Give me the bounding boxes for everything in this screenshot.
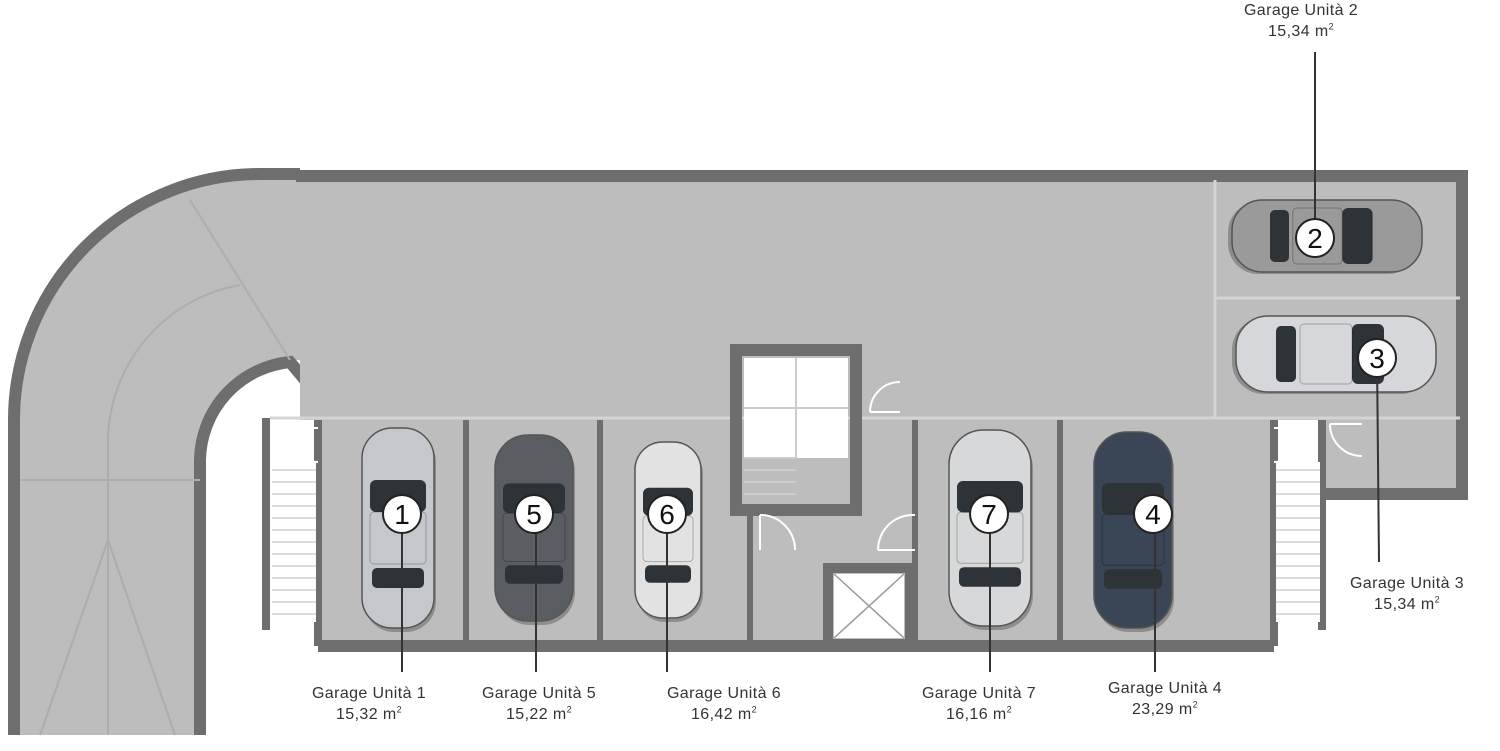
- unit-label: Garage Unità 2 15,34 m2: [1244, 0, 1358, 42]
- unit-measure: m: [737, 706, 752, 723]
- unit-marker: 3: [1357, 338, 1397, 378]
- unit-marker-number: 3: [1369, 343, 1385, 374]
- door-swing-icon: [876, 513, 916, 551]
- unit-area: 16,16: [945, 706, 989, 723]
- unit-exponent: 2: [1434, 594, 1441, 605]
- leader-line: [1376, 357, 1380, 563]
- unit-area-line: 23,29 m2: [1108, 699, 1222, 720]
- left-block-wall: [262, 418, 322, 646]
- garage-partitions: [463, 420, 1063, 640]
- car-icon: [1232, 315, 1437, 394]
- unit-area: 16,42: [690, 706, 734, 723]
- stair-treads: [744, 358, 848, 495]
- unit-name: Garage Unità 2: [1243, 2, 1359, 19]
- unit-label: Garage Unità 6 16,42 m2: [667, 683, 781, 725]
- unit-marker-number: 2: [1307, 223, 1323, 254]
- stair-treads-right: [1276, 469, 1320, 615]
- unit-measure: m: [1420, 596, 1435, 613]
- unit-label: Garage Unità 4 23,29 m2: [1108, 678, 1222, 720]
- unit-markers: 1 2 3 4 5 6 7: [382, 218, 1397, 534]
- unit-marker-number: 6: [659, 499, 675, 530]
- unit-marker: 4: [1133, 494, 1173, 534]
- ramp: [8, 168, 335, 736]
- unit-marker: 5: [514, 494, 554, 534]
- right-block-wall: [1270, 420, 1326, 646]
- ramp-inner-wall: [194, 355, 335, 735]
- door-swing-icon: [1329, 423, 1363, 457]
- unit-name: Garage Unità 4: [1107, 680, 1223, 697]
- unit-area-line: 15,34 m2: [1350, 594, 1464, 615]
- unit-area: 15,34: [1373, 596, 1417, 613]
- unit-label: Garage Unità 7 16,16 m2: [922, 683, 1036, 725]
- unit-exponent: 2: [566, 704, 573, 715]
- unit-measure: m: [1178, 701, 1193, 718]
- ramp-lane-line: [39, 539, 176, 736]
- unit-name: Garage Unità 1: [311, 685, 427, 702]
- unit-exponent: 2: [751, 704, 758, 715]
- unit-exponent: 2: [1328, 21, 1335, 32]
- unit-name: Garage Unità 7: [921, 685, 1037, 702]
- unit-exponent: 2: [1006, 704, 1013, 715]
- door-swing-icon: [759, 514, 796, 551]
- unit-measure: m: [382, 706, 397, 723]
- unit-marker: 1: [382, 494, 422, 534]
- ramp-lane-line: [107, 284, 241, 735]
- unit-area: 15,22: [505, 706, 549, 723]
- leader-lines: [401, 52, 1380, 672]
- elevator-walls: [823, 563, 915, 649]
- unit-name: Garage Unità 6: [666, 685, 782, 702]
- unit-area-line: 16,42 m2: [667, 704, 781, 725]
- unit-label: Garage Unità 1 15,32 m2: [312, 683, 426, 725]
- unit-area-line: 15,34 m2: [1244, 21, 1358, 42]
- unit-measure: m: [552, 706, 567, 723]
- unit-area: 15,34: [1267, 23, 1311, 40]
- unit-marker-number: 7: [981, 499, 997, 530]
- unit-name: Garage Unità 3: [1349, 575, 1465, 592]
- unit-measure: m: [992, 706, 1007, 723]
- unit-marker: 2: [1295, 218, 1335, 258]
- unit-name: Garage Unità 5: [481, 685, 597, 702]
- unit-label: Garage Unità 3 15,34 m2: [1350, 573, 1464, 615]
- ramp-floor: [10, 170, 300, 735]
- right-bay-floor: [1325, 418, 1460, 490]
- stair-treads-left: [272, 469, 316, 615]
- ramp-lane-line: [189, 199, 291, 361]
- unit-marker: 7: [969, 494, 1009, 534]
- door-swing-icon: [869, 381, 901, 413]
- unit-marker-number: 5: [526, 499, 542, 530]
- unit-marker-number: 4: [1145, 499, 1161, 530]
- unit-exponent: 2: [396, 704, 403, 715]
- outer-wall-top: [296, 170, 1468, 500]
- ramp-outer-wall: [8, 168, 300, 735]
- unit-label: Garage Unità 5 15,22 m2: [482, 683, 596, 725]
- stair-core-walls: [730, 344, 862, 516]
- unit-marker-number: 1: [394, 499, 410, 530]
- unit-marker: 6: [647, 494, 687, 534]
- unit-area: 23,29: [1131, 701, 1175, 718]
- door-swing-icon: [1273, 427, 1309, 463]
- elevator-cross: [833, 573, 905, 639]
- unit-area-line: 15,22 m2: [482, 704, 596, 725]
- door-swing-icon: [283, 427, 319, 463]
- unit-area-line: 15,32 m2: [312, 704, 426, 725]
- unit-area-line: 16,16 m2: [922, 704, 1036, 725]
- unit-measure: m: [1314, 23, 1329, 40]
- unit-exponent: 2: [1192, 699, 1199, 710]
- unit-area: 15,32: [335, 706, 379, 723]
- car-icon: [1093, 431, 1174, 632]
